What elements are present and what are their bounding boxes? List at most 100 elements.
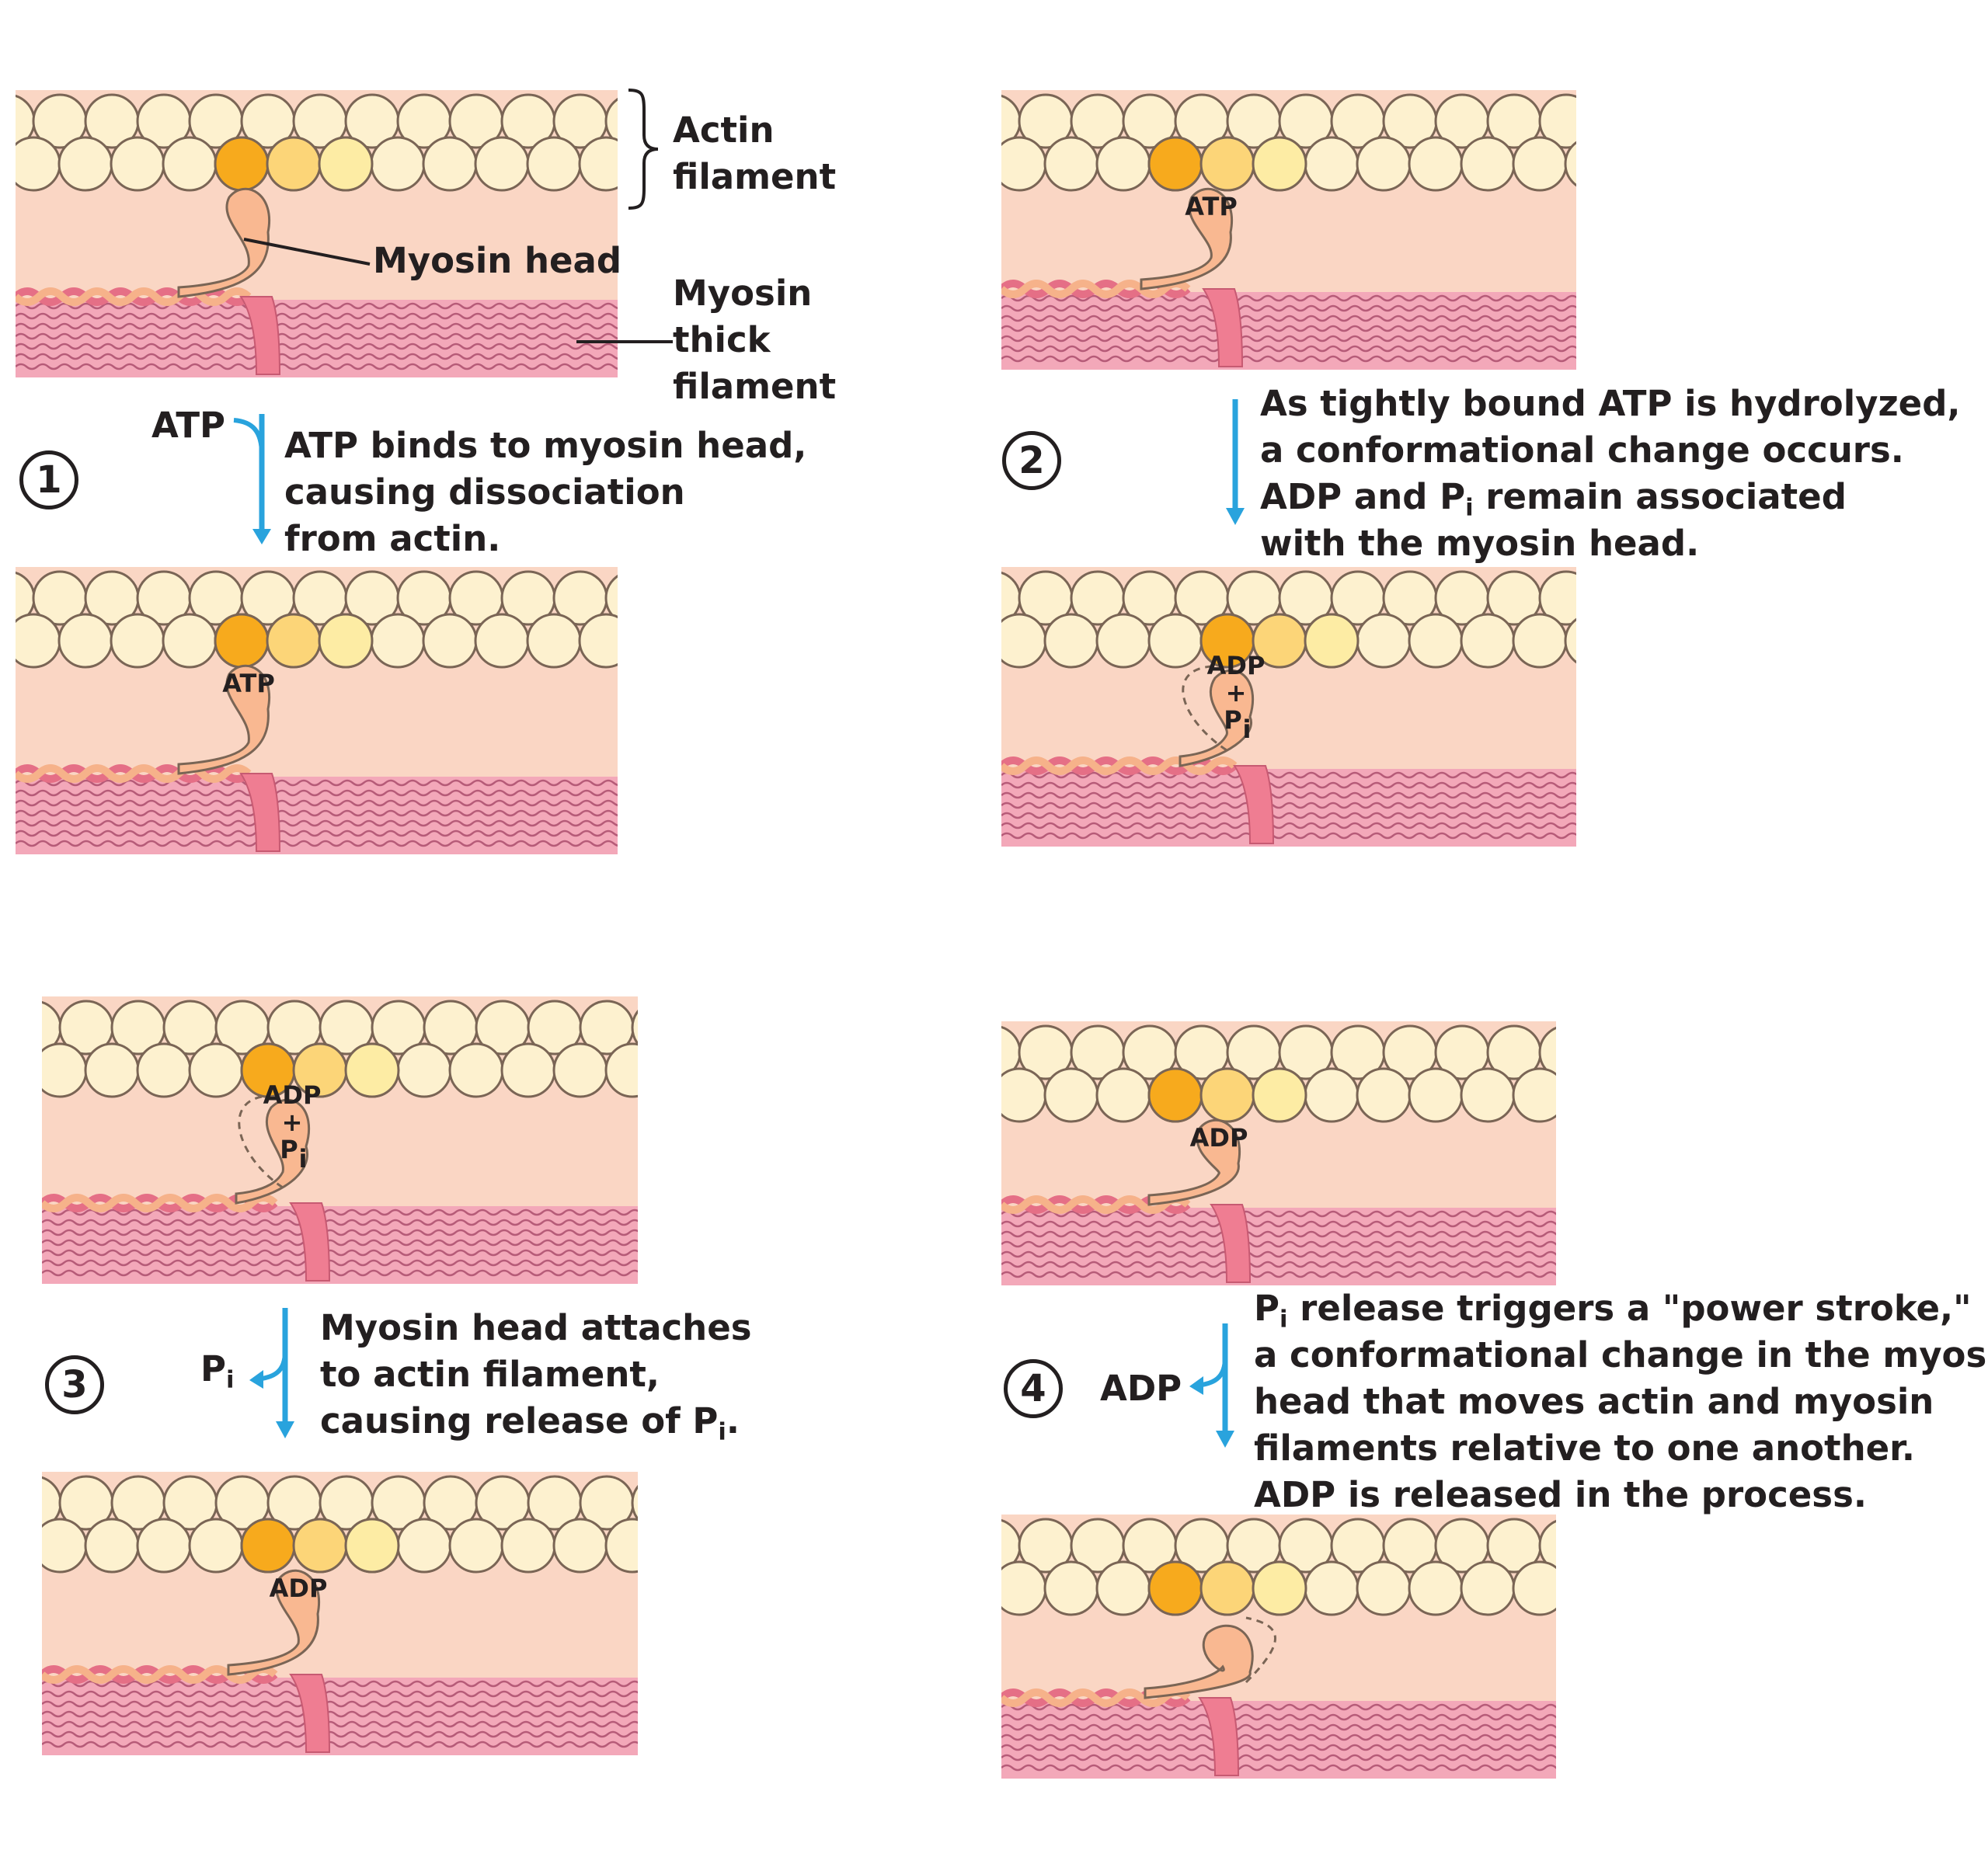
actin-bead <box>1043 1067 1099 1123</box>
actin-bead <box>84 1042 140 1098</box>
step-1-atp-input: ATP <box>151 405 226 446</box>
myosin-head <box>1144 1624 1254 1699</box>
thick-filament-strand <box>16 809 618 817</box>
actin-bead <box>136 1042 192 1098</box>
thick-filament-strand <box>16 302 618 310</box>
thick-filament-strand <box>42 1239 638 1247</box>
pi-label: P <box>280 1135 298 1164</box>
actin-filament <box>1001 1518 1556 1616</box>
actin-bead <box>1095 1067 1151 1123</box>
step-4-line-2: a conformational change in the myosin <box>1254 1334 1988 1375</box>
previous-head-position <box>1245 1616 1276 1684</box>
myosin-neck <box>1198 1697 1240 1776</box>
actin-bead <box>1538 1026 1556 1079</box>
myosin-thick-filament <box>42 1678 638 1755</box>
step-3-line-2: to actin filament, <box>320 1354 660 1395</box>
step-4-line-5: ADP is released in the process. <box>1254 1474 1867 1515</box>
panel-6-svg: ADP <box>1001 1021 1556 1285</box>
panel-1-svg <box>16 90 618 377</box>
tail-strand <box>42 1194 278 1212</box>
step-3-line-3a: causing release of P <box>320 1400 719 1442</box>
thick-filament-strand <box>16 799 618 807</box>
step-4-marker: 4 <box>1004 1359 1063 1418</box>
actin-bead <box>422 613 478 669</box>
myosin-neck <box>289 1202 331 1282</box>
actin-bead <box>396 1042 452 1098</box>
actin-filament <box>42 1475 638 1574</box>
actin-bead <box>42 1042 88 1098</box>
thick-filament-strand <box>1001 832 1576 840</box>
thick-filament-strand <box>16 312 618 320</box>
myosin-label-line1: Myosin <box>673 273 813 314</box>
actin-bead <box>474 613 530 669</box>
myosin-label-line3: filament <box>673 366 837 407</box>
actin-bead <box>1095 1560 1151 1616</box>
head-nucleotide-label: ATP <box>222 669 275 698</box>
step-3-pi-p: P <box>200 1348 226 1389</box>
actin-bead <box>110 613 165 669</box>
step-2-arrow <box>1226 399 1245 525</box>
actin-bead <box>1512 136 1568 192</box>
actin-binding-bead <box>266 613 322 669</box>
thick-filament-strand <box>42 1720 638 1728</box>
tail-strand <box>16 764 252 783</box>
actin-bead <box>188 1518 244 1574</box>
myosin-label-line2: thick <box>673 319 771 360</box>
step-2-line-2: a conformational change occurs. <box>1260 429 1904 471</box>
actin-filament <box>1001 93 1576 192</box>
thick-filament-strand <box>1001 325 1576 332</box>
actin-bead <box>16 136 61 192</box>
thick-filament-strand <box>42 1259 638 1267</box>
actin-filament <box>1001 570 1576 669</box>
actin-bead <box>42 1518 88 1574</box>
actin-bead <box>162 613 218 669</box>
step-4-line-4: filaments relative to one another. <box>1254 1428 1916 1469</box>
myosin-head <box>1140 187 1233 290</box>
actin-bead <box>526 136 582 192</box>
thick-filament-strand <box>16 779 618 787</box>
step-4-line-3: head that moves actin and myosin <box>1254 1381 1934 1422</box>
actin-bead <box>1512 1067 1556 1123</box>
actin-bead <box>1356 613 1412 669</box>
myosin-thick-filament <box>1001 769 1576 847</box>
actin-bead <box>1408 136 1464 192</box>
step-2-marker: 2 <box>1002 431 1061 490</box>
pi-label: P <box>1224 705 1241 735</box>
tail-strand <box>16 287 252 306</box>
myosin-neck <box>1233 765 1275 844</box>
step-1-arrow <box>233 414 271 544</box>
actin-binding-bead <box>1199 1067 1255 1123</box>
thick-filament-strand <box>16 840 618 847</box>
actin-bead <box>1512 1560 1556 1616</box>
thick-filament-strand <box>1001 802 1576 809</box>
thick-filament-strand <box>1001 345 1576 353</box>
actin-bead <box>57 613 113 669</box>
thick-filament-strand <box>42 1741 638 1748</box>
actin-bead <box>1001 1560 1047 1616</box>
actin-bead <box>448 1518 504 1574</box>
panel-2-atp-bound: ATP <box>1001 90 1576 370</box>
pi-subscript: i <box>1243 715 1252 744</box>
actin-bead <box>84 1518 140 1574</box>
thick-filament-strand <box>42 1710 638 1718</box>
step-1-line-2: causing dissociation <box>284 471 685 513</box>
thick-filament-strand <box>42 1730 638 1738</box>
step-1-description: ATP binds to myosin head, causing dissoc… <box>284 423 806 562</box>
step-4-arrow <box>1189 1323 1234 1448</box>
thick-filament-strand <box>1001 1261 1556 1268</box>
actin-bead <box>1538 570 1576 626</box>
actin-bead <box>396 1518 452 1574</box>
actin-binding-bead <box>344 1518 400 1574</box>
step-4-line-1: Pi release triggers a "power stroke," <box>1254 1285 1988 1332</box>
adp-label: ADP <box>263 1080 322 1110</box>
actin-bead <box>422 136 478 192</box>
actin-bead <box>1538 1519 1556 1572</box>
step-2-line-3a: ADP and P <box>1260 476 1466 517</box>
actin-binding-bead <box>214 136 270 192</box>
actin-bead <box>57 136 113 192</box>
actin-binding-bead <box>344 1042 400 1098</box>
actin-binding-bead <box>1252 136 1307 192</box>
actin-bead <box>1564 141 1576 187</box>
thick-filament-strand <box>1001 1250 1556 1258</box>
myosin-head <box>1147 1118 1241 1206</box>
